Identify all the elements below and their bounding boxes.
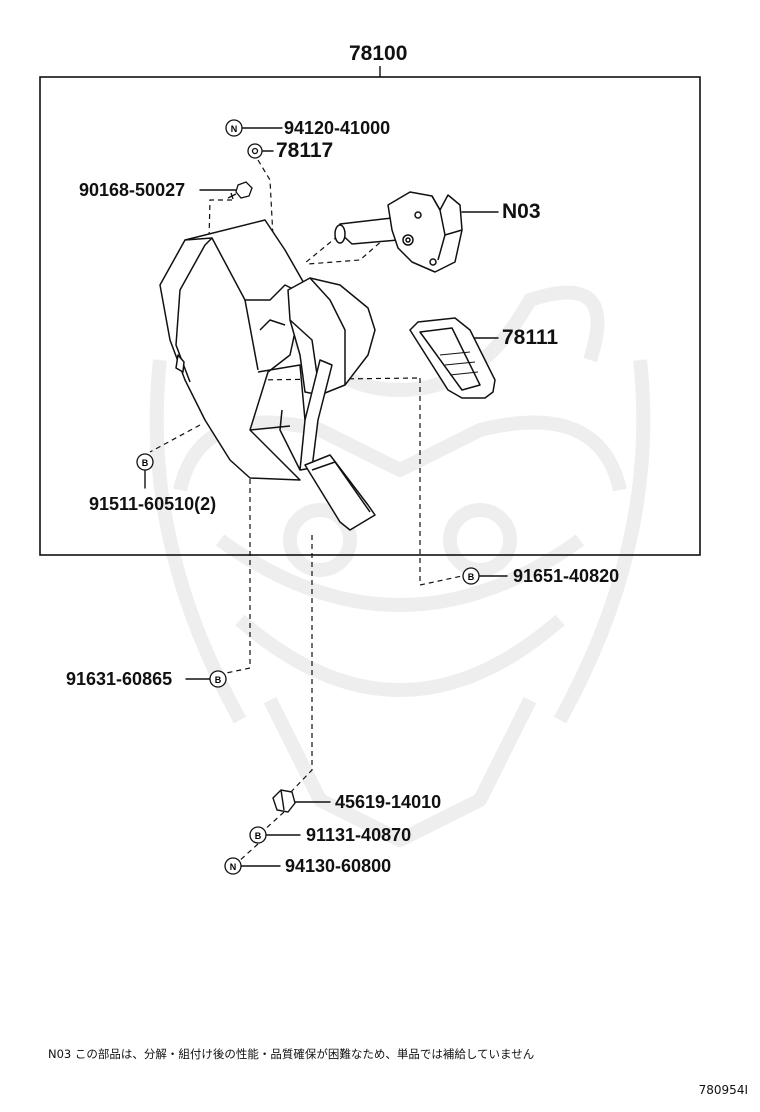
- pedal-pad-78111-icon: [409, 317, 496, 399]
- drawing-code: 780954I: [698, 1083, 748, 1097]
- svg-text:B: B: [255, 831, 262, 841]
- pedal-pad-icon: [304, 454, 376, 531]
- svg-text:B: B: [468, 572, 475, 582]
- bolt-icon: B: [136, 453, 154, 471]
- bolt-icon: B: [209, 670, 227, 688]
- bolt-icon: B: [249, 826, 267, 844]
- pedal-bracket-icon: [159, 219, 376, 481]
- svg-text:B: B: [215, 675, 222, 685]
- bolt-icon: B: [462, 567, 480, 585]
- sensor-icon: [334, 191, 463, 273]
- assembly-frame: [39, 76, 701, 556]
- footnote: N03 この部品は、分解・組付け後の性能・品質確保が困難なため、単品では補給して…: [48, 1047, 535, 1061]
- svg-text:B: B: [142, 458, 149, 468]
- part-91651-40820[interactable]: 91651-40820: [513, 566, 620, 586]
- part-91511-60510[interactable]: 91511-60510(2): [89, 494, 217, 514]
- nut-icon: N: [224, 857, 242, 875]
- svg-text:N: N: [230, 862, 237, 872]
- part-78111[interactable]: 78111: [502, 326, 559, 349]
- stopper-icon: [272, 789, 296, 813]
- part-90168-50027[interactable]: 90168-50027: [79, 180, 186, 200]
- part-94130-60800[interactable]: 94130-60800: [285, 856, 392, 876]
- part-n03[interactable]: N03: [502, 200, 541, 223]
- part-78117[interactable]: 78117: [276, 139, 334, 162]
- nut-icon: N: [225, 119, 243, 137]
- screw-icon: [227, 181, 253, 200]
- part-91131-40870[interactable]: 91131-40870: [306, 825, 412, 845]
- clip-icon: [247, 143, 263, 159]
- part-94120-41000[interactable]: 94120-41000: [284, 118, 391, 138]
- part-91631-60865[interactable]: 91631-60865: [66, 669, 173, 689]
- assembly-number[interactable]: 78100: [349, 42, 408, 65]
- part-45619-14010[interactable]: 45619-14010: [335, 792, 442, 812]
- svg-text:N: N: [231, 124, 238, 134]
